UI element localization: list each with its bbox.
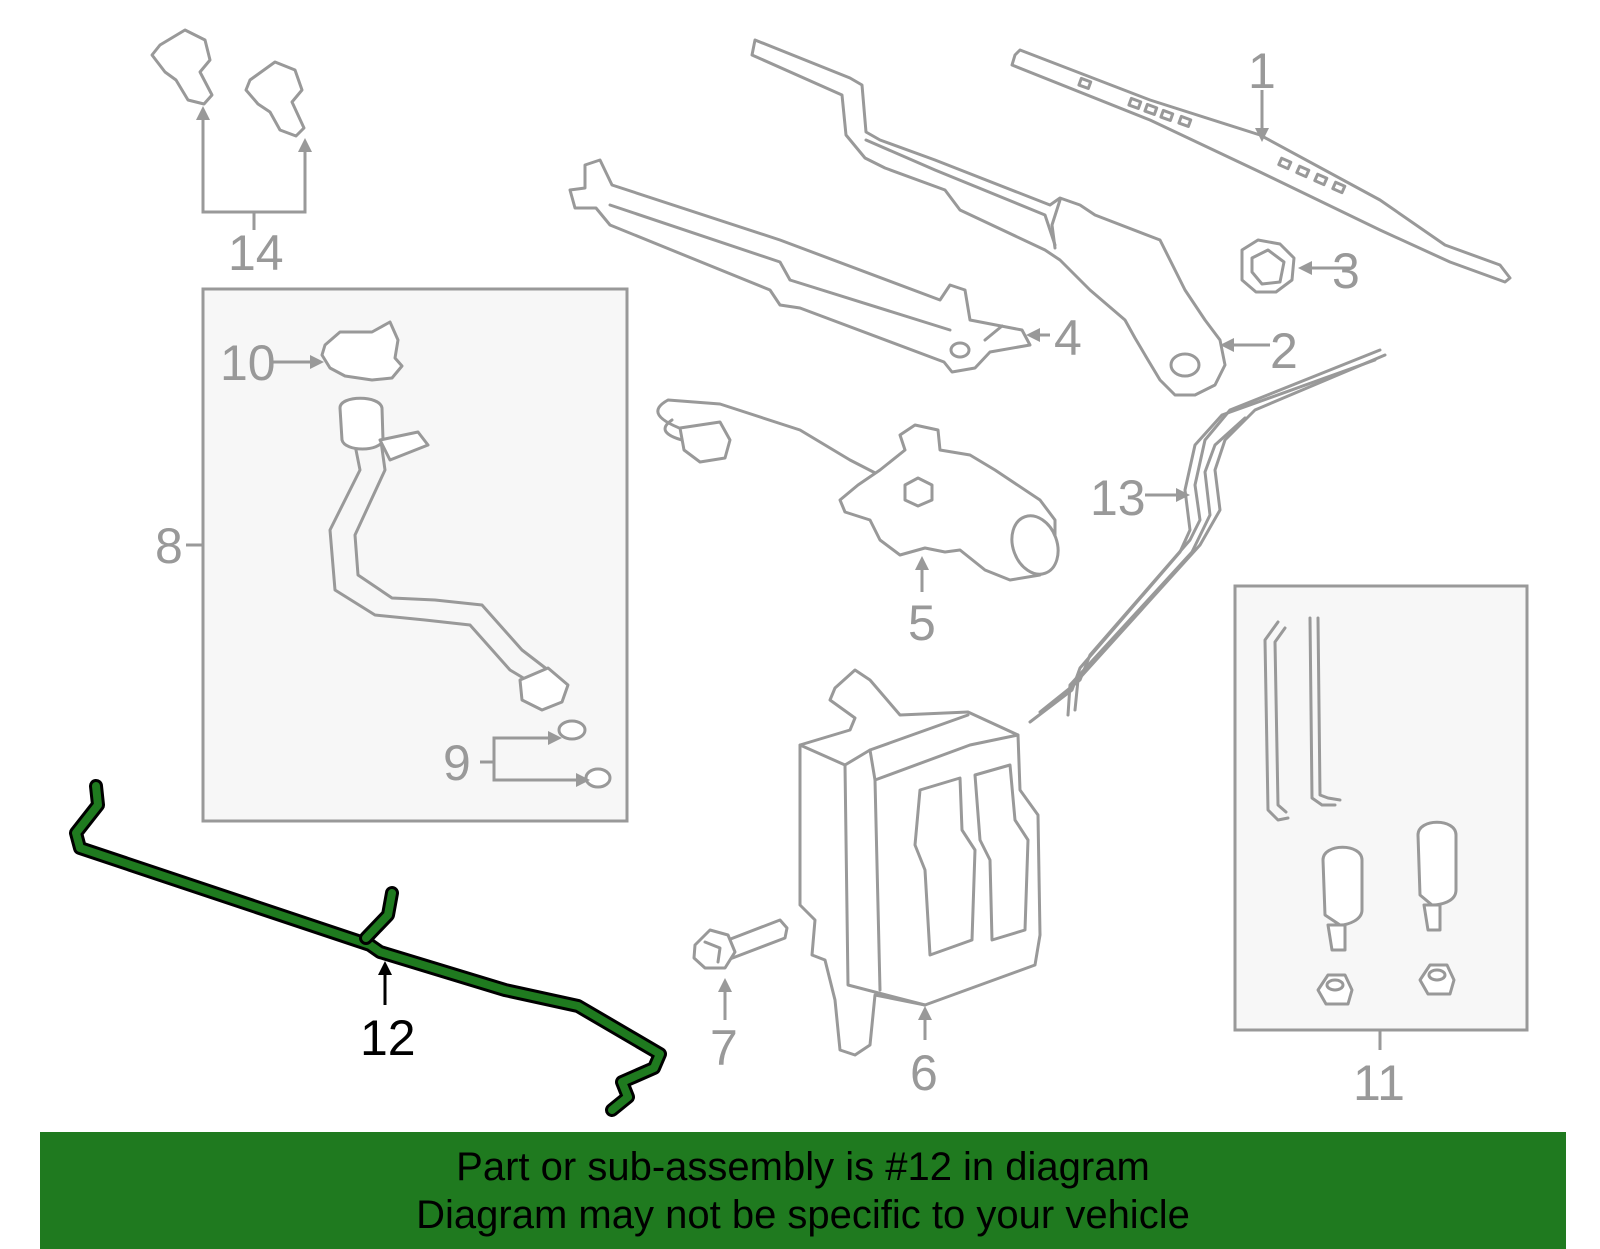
part-1-wiper-blade[interactable] [1010, 48, 1512, 284]
part-7-bolt[interactable] [692, 918, 789, 1020]
callout-13: 13 [1090, 470, 1146, 526]
callout-12-arrow [378, 961, 392, 975]
callout-8: 8 [155, 518, 183, 574]
callout-9: 9 [443, 735, 471, 791]
callout-6: 6 [910, 1045, 938, 1101]
part-8-box [201, 287, 629, 823]
part-14-nozzles[interactable] [150, 28, 312, 230]
callout-3: 3 [1332, 243, 1360, 299]
part-9-o-rings[interactable] [480, 719, 612, 789]
callout-11: 11 [1353, 1055, 1405, 1111]
callout-2: 2 [1270, 323, 1298, 379]
banner-line-2: Diagram may not be specific to your vehi… [416, 1192, 1190, 1237]
callout-10: 10 [220, 335, 276, 391]
part-6-reservoir[interactable] [798, 668, 1042, 1057]
part-4-linkage[interactable] [568, 158, 1050, 374]
part-11-jets[interactable] [1263, 616, 1458, 1006]
part-13-hoses[interactable] [1028, 348, 1387, 724]
part-12-washer-hose[interactable] [69, 779, 667, 1117]
part-3-nut[interactable] [1240, 238, 1350, 294]
callout-4: 4 [1054, 310, 1082, 366]
info-banner: Part or sub-assembly is #12 in diagram D… [40, 1132, 1566, 1249]
part-8-filler-tube[interactable] [328, 396, 570, 712]
banner-line-1: Part or sub-assembly is #12 in diagram [456, 1144, 1150, 1189]
callout-1: 1 [1248, 43, 1276, 99]
callout-5: 5 [908, 595, 936, 651]
part-5-wiper-motor[interactable] [656, 398, 1066, 592]
part-11-box [1233, 584, 1529, 1032]
callout-14: 14 [228, 225, 284, 281]
callout-12: 12 [360, 1010, 416, 1066]
callout-7: 7 [710, 1020, 738, 1076]
part-2-wiper-arm[interactable] [750, 38, 1270, 397]
part-10-cap[interactable] [320, 320, 404, 382]
